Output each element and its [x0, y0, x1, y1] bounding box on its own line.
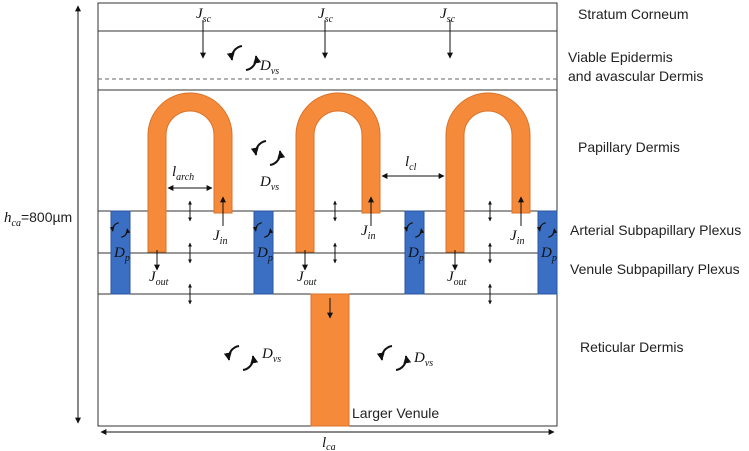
plexus-blocks — [110, 210, 558, 295]
label-jin: Jin — [213, 228, 227, 247]
label-dvs: Dvs — [259, 174, 279, 193]
label-dvs: Dvs — [413, 350, 433, 369]
layer-stratum-corneum: Stratum Corneum — [578, 6, 688, 22]
diffusion-cycle-icon — [376, 345, 412, 371]
diffusion-cycle-icon — [250, 140, 286, 166]
label-dvs: Dvs — [259, 58, 279, 77]
label-height: hca=800µm — [4, 209, 72, 229]
layer-labels: Stratum Corneum Viable Epidermis and ava… — [568, 6, 741, 355]
plexus-block-1 — [110, 210, 131, 295]
label-jout: Jout — [149, 269, 169, 288]
label-dp: Dp — [407, 245, 424, 264]
symbol-labels: Jsc Jsc Jsc Dvs Dvs Dvs Dvs larch lcl Ji… — [4, 6, 557, 451]
dimension-arrows — [75, 5, 555, 435]
label-jsc: Jsc — [440, 6, 456, 25]
perfusion-cycle-icon — [252, 222, 274, 238]
perfusion-cycle-icon — [109, 222, 131, 238]
capillary-loop-3 — [445, 92, 531, 253]
label-jin: Jin — [361, 223, 375, 242]
layer-papillary-dermis: Papillary Dermis — [578, 139, 680, 155]
label-jsc: Jsc — [196, 6, 212, 25]
label-dp: Dp — [256, 245, 273, 264]
label-dvs: Dvs — [261, 346, 281, 365]
diffusion-cycle-icon — [226, 45, 262, 71]
layer-reticular-dermis: Reticular Dermis — [580, 339, 683, 355]
label-dp: Dp — [113, 245, 130, 264]
perfusion-cycle-icon — [536, 222, 558, 238]
layer-viable-epidermis-line1: Viable Epidermis — [568, 49, 673, 65]
label-dp: Dp — [540, 245, 557, 264]
flux-arrows — [154, 20, 524, 319]
layer-venule-plexus: Venule Subpapillary Plexus — [570, 261, 740, 277]
label-jout: Jout — [447, 269, 467, 288]
label-jout: Jout — [297, 269, 317, 288]
plexus-block-4 — [537, 210, 558, 295]
capillary-loop-1 — [147, 92, 233, 253]
interface-arrows — [188, 200, 492, 305]
capillary-loop-2 — [295, 92, 381, 253]
label-jsc: Jsc — [318, 6, 334, 25]
plexus-block-3 — [404, 210, 425, 295]
plexus-block-2 — [253, 210, 274, 295]
diffusion-icons — [109, 45, 558, 371]
diffusion-cycle-icon — [223, 345, 259, 371]
label-larch: larch — [172, 164, 194, 183]
label-jin: Jin — [510, 228, 524, 247]
label-lcl: lcl — [405, 154, 417, 173]
perfusion-cycle-icon — [403, 222, 425, 238]
label-larger-venule: Larger Venule — [352, 405, 439, 421]
label-width: lca — [322, 435, 336, 451]
capillary-loops — [147, 92, 531, 427]
layer-arterial-plexus: Arterial Subpapillary Plexus — [570, 222, 741, 238]
layer-viable-epidermis-line2: and avascular Dermis — [568, 68, 703, 84]
